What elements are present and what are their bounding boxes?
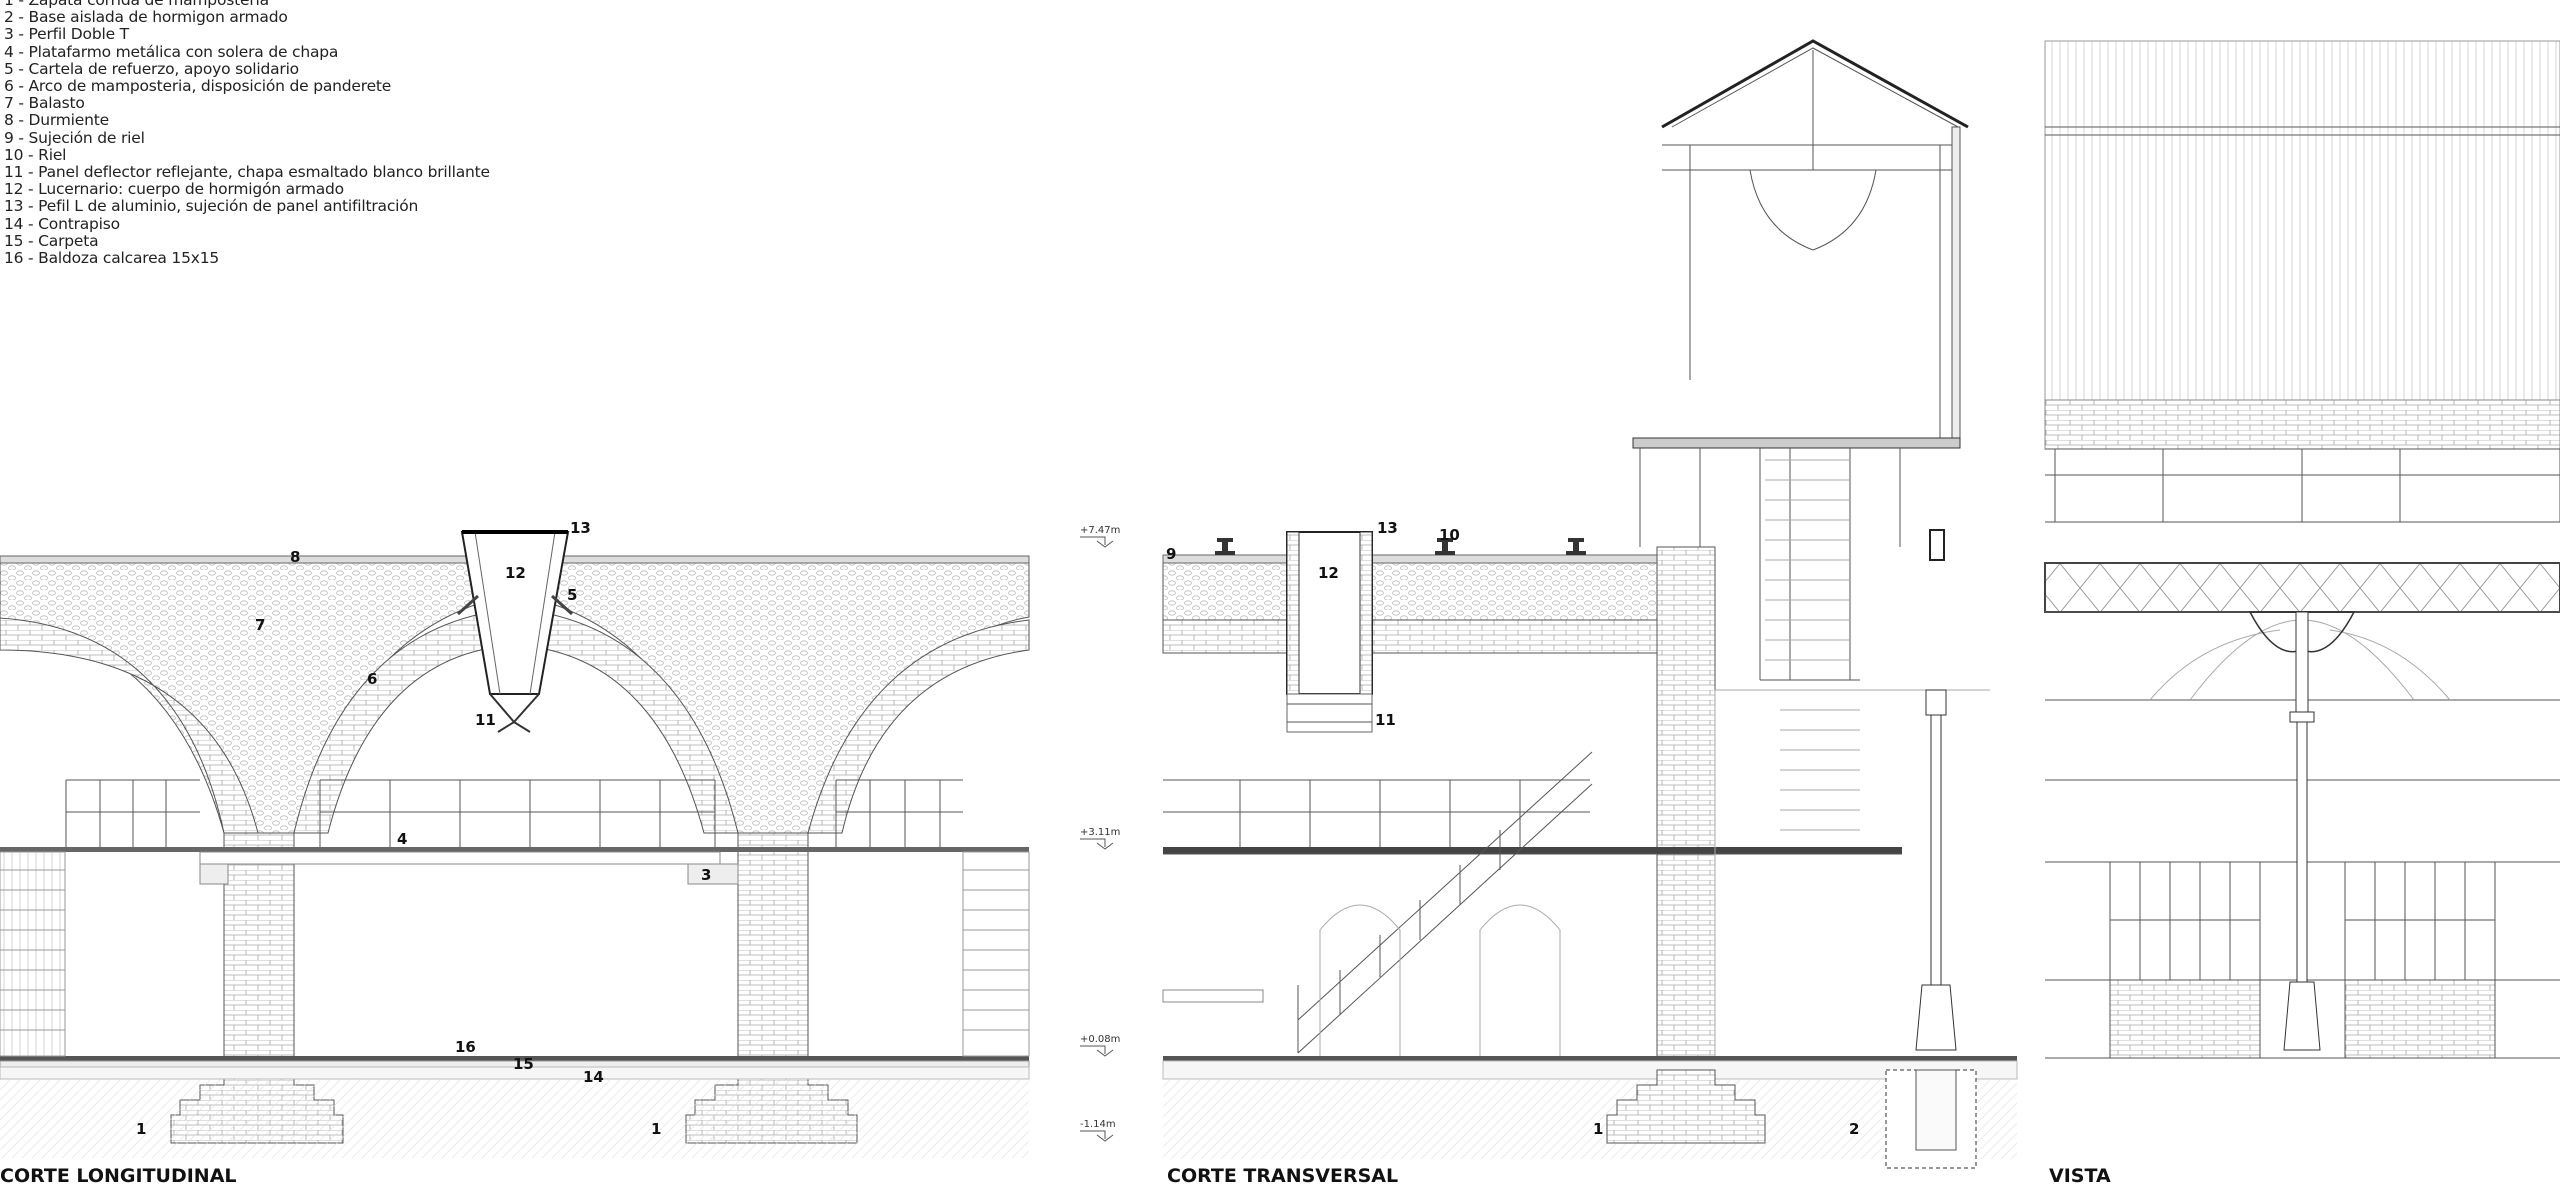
- level-marker: +3.11m: [1080, 827, 1120, 850]
- title-corte-longitudinal: CORTE LONGITUDINAL: [0, 1165, 237, 1184]
- callout: 3: [701, 866, 711, 884]
- callout: 1: [1593, 1120, 1603, 1138]
- legend-item: 3 - Perfil Doble T: [4, 25, 129, 44]
- legend-item: 12 - Lucernario: cuerpo de hormigón arma…: [4, 180, 344, 199]
- callout: 9: [1166, 545, 1176, 563]
- corte-transversal: 9 13 12 10 11 1 2 CORTE TRANSVERSAL: [1162, 39, 2018, 1184]
- legend: 1 - Zapata corrida de mamposteria 2 - Ba…: [4, 0, 490, 267]
- callout: 5: [567, 586, 577, 604]
- callout: 12: [1318, 564, 1339, 582]
- cast-iron-column: [2283, 611, 2321, 1051]
- corte-longitudinal: 8 13 12 7 5 6 11 4 3 16 15 14 1 1 CORTE …: [0, 519, 1030, 1184]
- level-marker: -1.14m: [1080, 1119, 1116, 1142]
- subfloor: [0, 1066, 1030, 1080]
- level-marker: +7.47m: [1080, 525, 1120, 548]
- svg-text:-1.14m: -1.14m: [1080, 1119, 1116, 1130]
- rails: [1215, 538, 1586, 555]
- callout: 1: [651, 1120, 661, 1138]
- callout: 14: [583, 1068, 604, 1086]
- callout: 2: [1849, 1120, 1859, 1138]
- skylight-lucernario: [456, 530, 574, 733]
- legend-item: 10 - Riel: [4, 145, 67, 164]
- stair: [1297, 751, 1593, 1054]
- svg-text:+3.11m: +3.11m: [1080, 827, 1120, 838]
- legend-item: 4 - Platafarmo metálica con solera de ch…: [4, 42, 339, 61]
- deflector-panel: [489, 693, 540, 733]
- legend-item: 13 - Pefil L de aluminio, sujeción de pa…: [4, 197, 419, 216]
- legend-item: 11 - Panel deflector reflejante, chapa e…: [4, 163, 490, 182]
- callout: 1: [136, 1120, 146, 1138]
- side-wall: [0, 851, 1030, 1057]
- legend-item: 15 - Carpeta: [4, 231, 99, 250]
- legend-item: 8 - Durmiente: [4, 111, 109, 130]
- title-corte-transversal: CORTE TRANSVERSAL: [1167, 1165, 1398, 1184]
- legend-item: 9 - Sujeción de riel: [4, 128, 145, 147]
- legend-item: 6 - Arco de mamposteria, disposición de …: [4, 77, 392, 96]
- level-markers: +7.47m +3.11m +0.08m -1.14m: [1080, 525, 1120, 1142]
- callout: 10: [1439, 526, 1460, 544]
- legend-item: 14 - Contrapiso: [4, 214, 120, 233]
- legend-item: 2 - Base aislada de hormigon armado: [4, 8, 288, 27]
- callout: 15: [513, 1055, 534, 1073]
- pier: [737, 832, 809, 1071]
- callout: 4: [397, 830, 407, 848]
- callout: 13: [570, 519, 591, 537]
- metal-platform: [0, 779, 1029, 885]
- cast-iron-column: [1915, 689, 1957, 1051]
- level-marker: +0.08m: [1080, 1034, 1120, 1057]
- svg-text:+0.08m: +0.08m: [1080, 1034, 1120, 1045]
- svg-text:+7.47m: +7.47m: [1080, 525, 1120, 536]
- callout: 11: [1375, 711, 1396, 729]
- legend-item: 16 - Baldoza calcarea 15x15: [4, 249, 220, 268]
- callout: 7: [255, 616, 265, 634]
- title-vista: VISTA: [2049, 1165, 2111, 1184]
- legend-item: 7 - Balasto: [4, 94, 85, 113]
- vista-elevation: VISTA: [2044, 40, 2560, 1184]
- callout: 13: [1377, 519, 1398, 537]
- footing: [1606, 1069, 1766, 1144]
- signal-tower: [1632, 39, 1990, 1058]
- skylight-lucernario: [1286, 531, 1373, 733]
- callout: 11: [475, 711, 496, 729]
- pier: [223, 832, 295, 1071]
- floor-tiles: [0, 1056, 1029, 1061]
- legend-item: 1 - Zapata corrida de mamposteria: [4, 0, 269, 9]
- callout: 8: [290, 548, 300, 566]
- callout: 6: [367, 670, 377, 688]
- brick-wall: [1656, 546, 1716, 1071]
- callout: 16: [455, 1038, 476, 1056]
- callout: 12: [505, 564, 526, 582]
- legend-item: 5 - Cartela de refuerzo, apoyo solidario: [4, 59, 299, 78]
